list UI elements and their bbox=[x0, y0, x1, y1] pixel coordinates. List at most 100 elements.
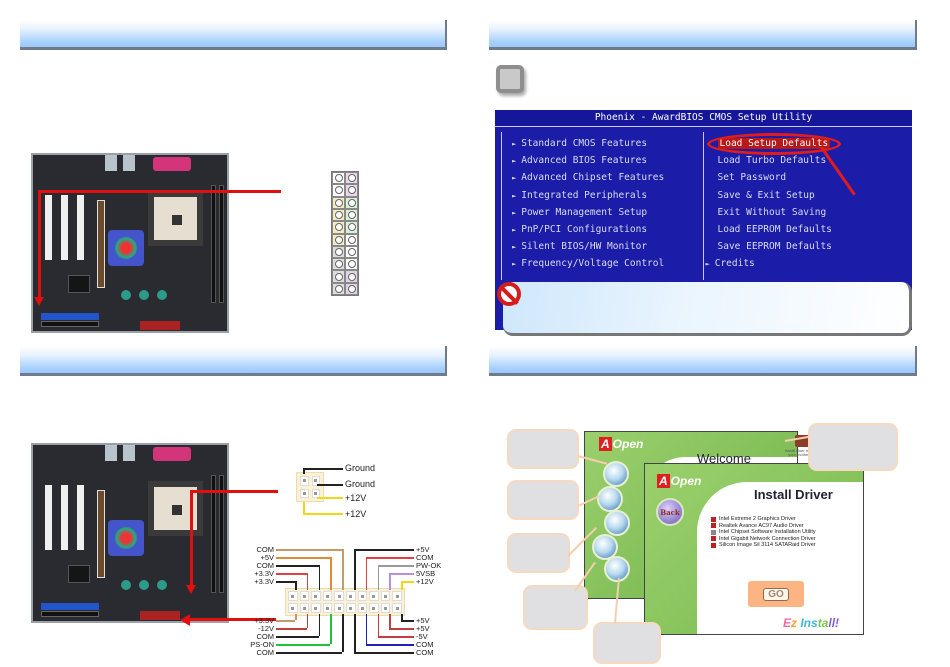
wire bbox=[276, 628, 307, 630]
pin-label: Ground bbox=[345, 463, 376, 473]
bios-menu-item[interactable]: Exit Without Saving bbox=[717, 206, 827, 218]
checkbox-icon bbox=[711, 523, 716, 529]
checkbox-icon bbox=[711, 516, 716, 522]
bios-menu-item[interactable]: ►Power Management Setup bbox=[512, 206, 648, 218]
bios-menu-item[interactable]: Load EEPROM Defaults bbox=[717, 223, 832, 235]
wire bbox=[377, 636, 414, 638]
wire bbox=[389, 573, 391, 590]
bios-menu-item[interactable]: ►PnP/PCI Configurations bbox=[512, 223, 648, 235]
wire bbox=[306, 614, 309, 628]
wire bbox=[276, 644, 331, 646]
bios-menu-item[interactable]: ►Silent BIOS/HW Monitor bbox=[512, 241, 648, 253]
callout-box bbox=[593, 622, 661, 664]
pin-label: COM bbox=[256, 648, 275, 657]
go-button[interactable]: GO bbox=[748, 581, 804, 607]
pin-label: +12V bbox=[416, 577, 434, 586]
checkbox-icon bbox=[711, 529, 716, 535]
section-header-top-left bbox=[20, 20, 447, 50]
pin-label: COM bbox=[416, 640, 434, 649]
callout-box bbox=[507, 533, 570, 573]
pin-label: +3.3V bbox=[254, 577, 274, 586]
menu-circle-button-3[interactable] bbox=[604, 510, 630, 536]
arrow-down-icon bbox=[34, 297, 44, 306]
wire bbox=[295, 581, 297, 590]
wire bbox=[330, 614, 332, 644]
step-indicator-icon bbox=[496, 65, 524, 93]
manual-link[interactable]: Install User manual of your motherboard bbox=[784, 448, 824, 457]
pin-label: COM bbox=[416, 648, 434, 657]
jumper-pin-header bbox=[331, 171, 359, 296]
bios-menu-item[interactable]: ►Integrated Peripherals bbox=[512, 189, 648, 201]
wire bbox=[318, 614, 321, 636]
bios-menu-item[interactable]: ►Frequency/Voltage Control bbox=[512, 258, 665, 270]
bios-right-menu: Load Setup Defaults Load Turbo Defaults … bbox=[702, 132, 909, 280]
atx-20pin-connector bbox=[285, 588, 405, 616]
pin-label: -12V bbox=[258, 624, 274, 633]
driver-checkbox-item[interactable]: Realtek Avance AC97 Audio Driver bbox=[711, 523, 816, 530]
bios-menu-item[interactable]: ►Advanced Chipset Features bbox=[512, 172, 665, 184]
wire bbox=[365, 557, 414, 559]
driver-checkbox-item[interactable]: Intel Extreme 2 Graphics Driver bbox=[711, 516, 816, 523]
pointer-line bbox=[38, 190, 41, 298]
wire bbox=[377, 565, 414, 567]
wire bbox=[276, 549, 343, 551]
prohibited-icon bbox=[497, 282, 521, 306]
pin-label: +12V bbox=[345, 493, 367, 503]
wire bbox=[354, 549, 356, 590]
wire bbox=[389, 573, 414, 575]
pin-label: +3.3V bbox=[254, 569, 274, 578]
pointer-line bbox=[188, 618, 276, 621]
pointer-line bbox=[190, 490, 278, 493]
wire bbox=[342, 549, 344, 590]
menu-circle-button-2[interactable] bbox=[597, 486, 623, 512]
install-driver-title: Install Driver bbox=[754, 487, 833, 502]
wire bbox=[401, 581, 414, 583]
warning-note-box bbox=[503, 282, 912, 336]
arrow-down-icon bbox=[186, 585, 196, 594]
highlight-ellipse bbox=[707, 133, 841, 155]
installer-driver-window bbox=[644, 463, 864, 635]
bios-left-menu: ►Standard CMOS Features ►Advanced BIOS F… bbox=[502, 132, 703, 280]
pointer-line bbox=[190, 490, 193, 586]
wire bbox=[276, 636, 319, 638]
driver-checkbox-item[interactable]: Intel Gigabit Network Connection Driver bbox=[711, 536, 816, 543]
callout-box bbox=[808, 423, 898, 471]
checkbox-icon bbox=[711, 536, 716, 542]
bios-menu-item-credits[interactable]: ►Credits bbox=[705, 258, 755, 270]
wire bbox=[276, 565, 319, 567]
wire bbox=[276, 557, 331, 559]
section-header-bottom-left bbox=[20, 346, 447, 376]
pin-label: COM bbox=[256, 632, 275, 641]
back-button[interactable]: Back bbox=[656, 498, 684, 526]
pin-label: -5V bbox=[416, 632, 428, 641]
driver-checkbox-item[interactable]: Intel Chipset Software Installation Util… bbox=[711, 529, 816, 536]
pin-label: COM bbox=[256, 561, 275, 570]
pin-label: +12V bbox=[345, 509, 367, 519]
menu-circle-button-1[interactable] bbox=[603, 461, 629, 487]
welcome-title: Welcome bbox=[697, 451, 751, 466]
bios-menu-item[interactable]: ►Standard CMOS Features bbox=[512, 138, 648, 149]
wire bbox=[306, 573, 309, 590]
wire bbox=[401, 620, 414, 622]
bios-menu-item[interactable]: Load Turbo Defaults bbox=[717, 155, 827, 167]
wire bbox=[276, 573, 307, 575]
pin-label: +3.3V bbox=[254, 616, 274, 625]
wire bbox=[401, 614, 403, 620]
menu-circle-button-4[interactable] bbox=[592, 534, 618, 560]
pin-label: PW-OK bbox=[416, 561, 442, 570]
atx-12v-connector bbox=[296, 472, 324, 502]
wire bbox=[295, 614, 297, 620]
bios-menu-item[interactable]: ►Advanced BIOS Features bbox=[512, 155, 648, 167]
wire bbox=[342, 614, 344, 652]
bios-menu-item[interactable]: Save EEPROM Defaults bbox=[717, 241, 832, 253]
bios-menu-item[interactable]: Set Password bbox=[717, 172, 787, 184]
bios-menu-item[interactable]: Save & Exit Setup bbox=[717, 189, 815, 201]
driver-checkbox-item[interactable]: Silicon Image Sil 3114 SATARaid Driver bbox=[711, 542, 816, 549]
pin-label: +5V bbox=[416, 616, 430, 625]
wire bbox=[330, 557, 332, 590]
wire bbox=[354, 614, 356, 652]
motherboard-image-bottom bbox=[31, 443, 229, 623]
pin-label: COM bbox=[416, 553, 434, 562]
